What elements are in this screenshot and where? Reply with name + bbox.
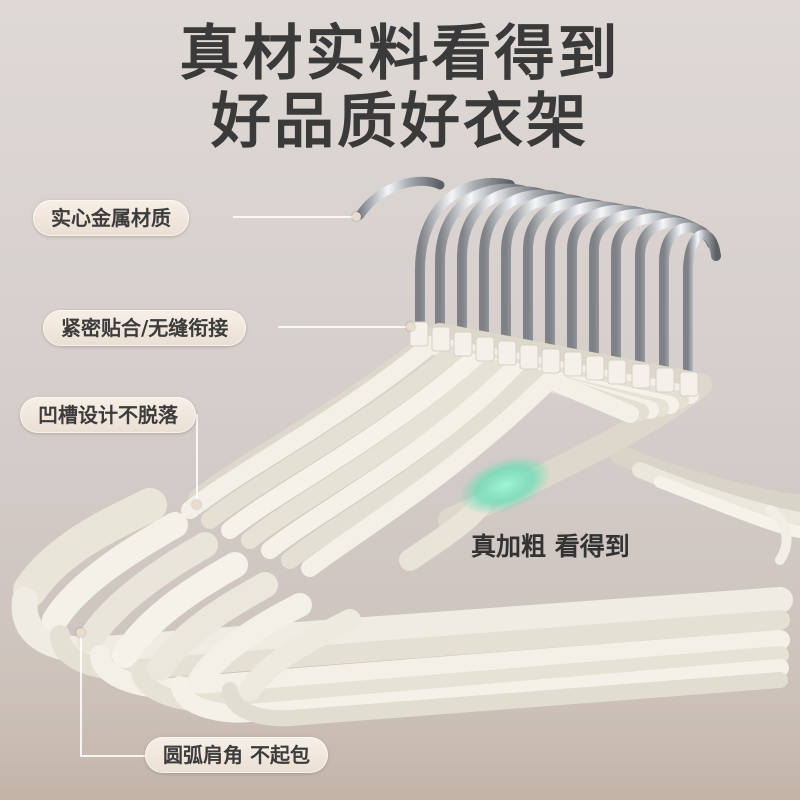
leader-line-groove-horizontal bbox=[196, 414, 198, 504]
leader-dot-groove bbox=[192, 500, 201, 509]
hanger-bodies bbox=[11, 323, 793, 727]
headline-line-1: 真材实料看得到 bbox=[179, 19, 621, 89]
leader-dot-solid-metal bbox=[352, 212, 361, 221]
callout-round-shoulder: 圆弧肩角 不起包 bbox=[145, 737, 328, 773]
hanger-collars bbox=[409, 321, 699, 397]
callout-solid-metal: 实心金属材质 bbox=[33, 200, 189, 236]
leader-line-round-shoulder-horizontal bbox=[80, 755, 146, 757]
leader-line-solid-metal bbox=[233, 216, 355, 218]
callout-tight-fit: 紧密贴合/无缝衔接 bbox=[43, 310, 247, 346]
callout-groove-design: 凹槽设计不脱落 bbox=[20, 397, 196, 433]
leader-line-round-shoulder-vertical bbox=[80, 634, 82, 756]
thickened-label: 真加粗 看得到 bbox=[471, 532, 630, 561]
leader-line-tight-fit bbox=[278, 326, 408, 328]
leader-dot-round-shoulder bbox=[76, 628, 85, 637]
metal-hooks bbox=[355, 176, 721, 390]
thickness-highlight bbox=[459, 455, 551, 515]
right-hanger-tails bbox=[610, 445, 800, 565]
headline-line-2: 好品质好衣架 bbox=[211, 87, 589, 157]
leader-dot-tight-fit bbox=[406, 322, 415, 331]
